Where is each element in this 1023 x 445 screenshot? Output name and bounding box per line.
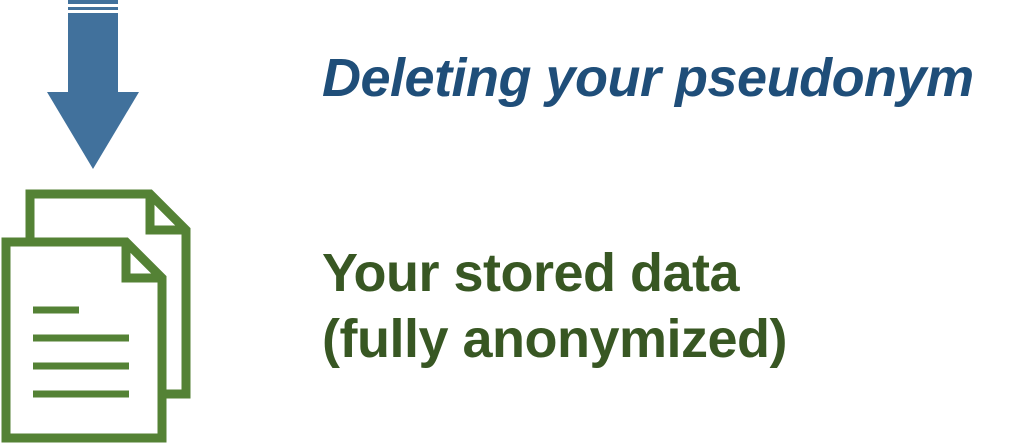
- arrow-down-icon: [47, 0, 139, 169]
- result-label-line-1: Your stored data: [322, 243, 740, 303]
- result-label-line-2: (fully anonymized): [322, 309, 788, 369]
- step-label: Deleting your pseudonym: [322, 48, 974, 108]
- result-label: Your stored data (fully anonymized): [322, 240, 788, 372]
- documents-icon: [1, 189, 191, 443]
